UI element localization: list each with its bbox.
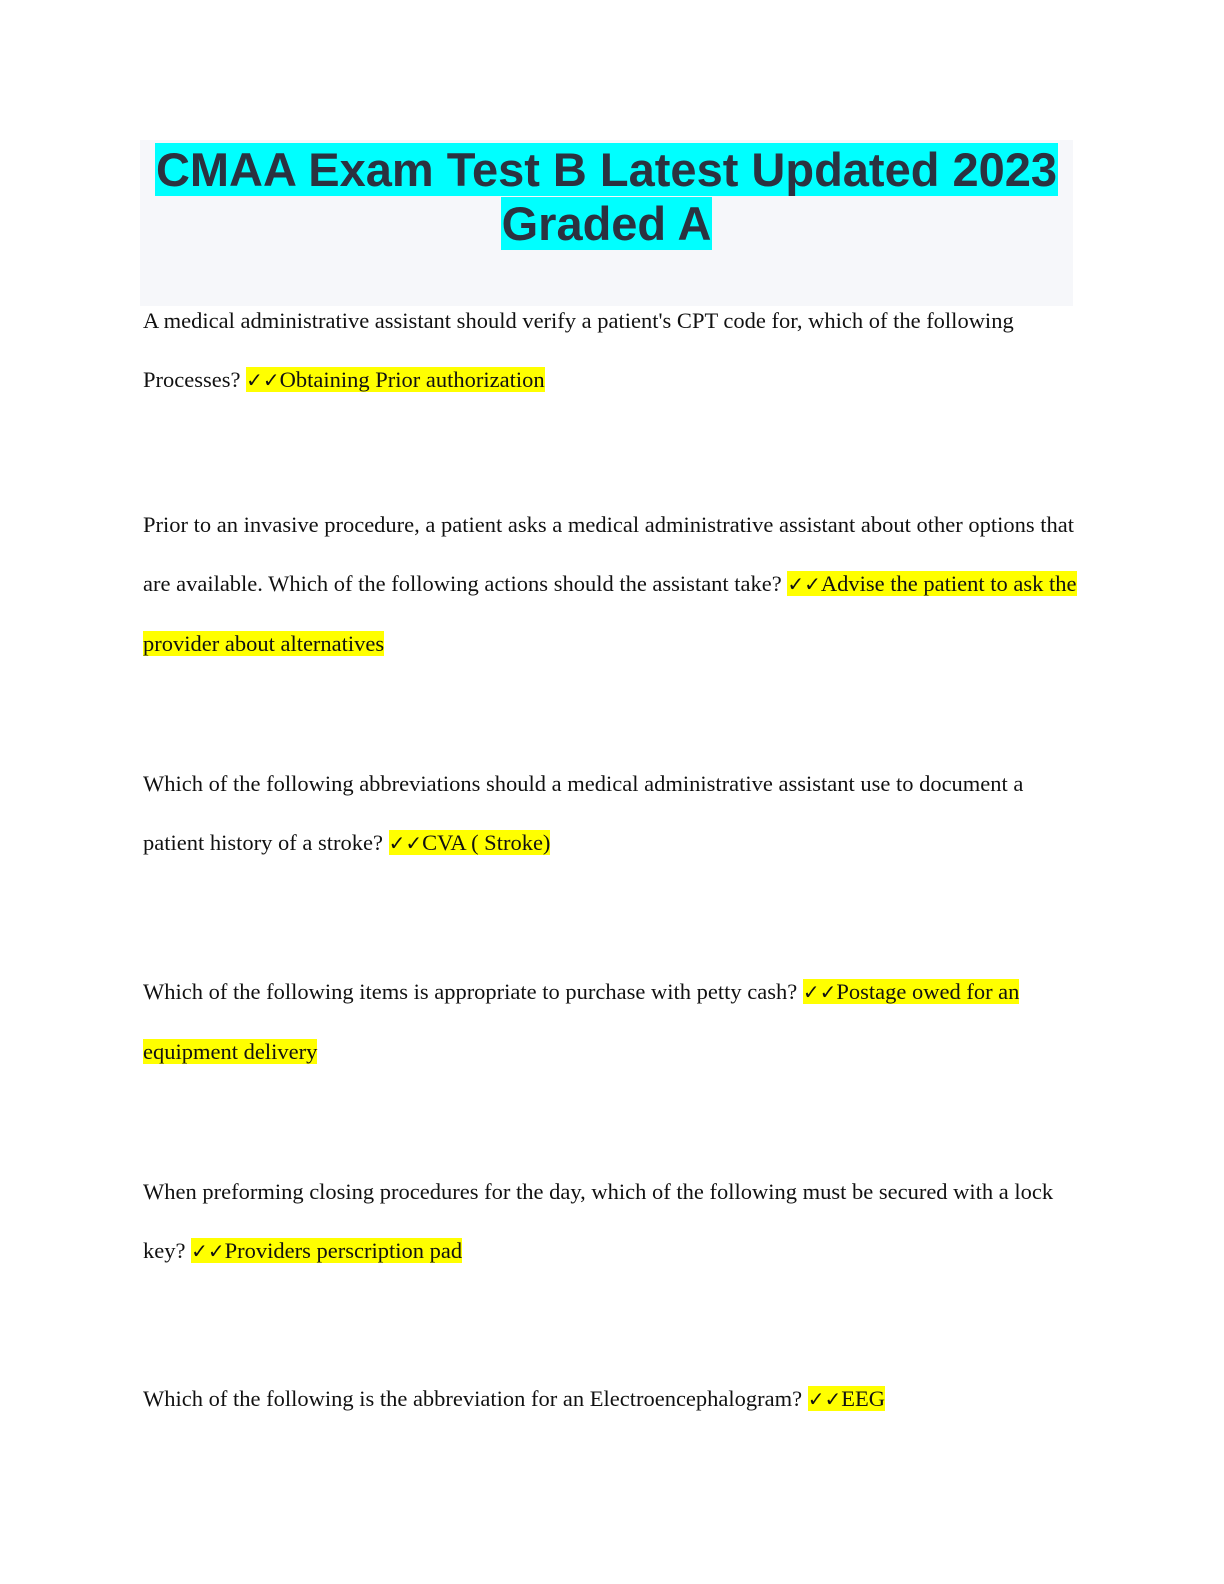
title-text-1: CMAA Exam Test B Latest Updated 2023 — [154, 143, 1059, 196]
answer-text: Obtaining Prior authorization — [279, 367, 545, 392]
qa-item: A medical administrative assistant shoul… — [143, 291, 1083, 410]
question-text: When preforming closing procedures for t… — [143, 1179, 1054, 1263]
double-check-icon: ✓✓ — [388, 831, 423, 855]
qa-item: Which of the following is the abbreviati… — [143, 1369, 1083, 1429]
page-title-line-2: Graded A — [140, 197, 1073, 251]
double-check-icon: ✓✓ — [807, 1387, 842, 1411]
answer-highlight: ✓✓Providers perscription pad — [191, 1238, 463, 1263]
qa-item: When preforming closing procedures for t… — [143, 1162, 1083, 1281]
qa-item: Prior to an invasive procedure, a patien… — [143, 495, 1083, 673]
qa-item: Which of the following abbreviations sho… — [143, 754, 1083, 873]
question-text: Which of the following items is appropri… — [143, 979, 798, 1004]
double-check-icon: ✓✓ — [787, 572, 821, 596]
answer-highlight: ✓✓EEG — [807, 1386, 886, 1411]
page-title-line-1: CMAA Exam Test B Latest Updated 2023 — [140, 143, 1073, 197]
answer-highlight: ✓✓Obtaining Prior authorization — [246, 367, 545, 392]
question-text: Which of the following abbreviations sho… — [143, 771, 1024, 855]
title-block: CMAA Exam Test B Latest Updated 2023 Gra… — [140, 140, 1073, 306]
question-text: Prior to an invasive procedure, a patien… — [143, 512, 1075, 596]
question-text: Which of the following is the abbreviati… — [143, 1386, 803, 1411]
answer-text: CVA ( Stroke) — [422, 830, 551, 855]
answer-highlight: ✓✓CVA ( Stroke) — [388, 830, 551, 855]
double-check-icon: ✓✓ — [246, 368, 280, 392]
double-check-icon: ✓✓ — [191, 1239, 225, 1263]
double-check-icon: ✓✓ — [802, 980, 837, 1004]
question-text: A medical administrative assistant shoul… — [143, 308, 1014, 392]
qa-item: Which of the following items is appropri… — [143, 962, 1083, 1081]
answer-text: Providers perscription pad — [224, 1238, 463, 1263]
answer-text: EEG — [841, 1386, 886, 1411]
title-text-2: Graded A — [500, 197, 713, 250]
answer-text: Postage owed for an equipment delivery — [143, 979, 1020, 1064]
answer-text: Advise the patient to ask the provider a… — [143, 571, 1077, 656]
